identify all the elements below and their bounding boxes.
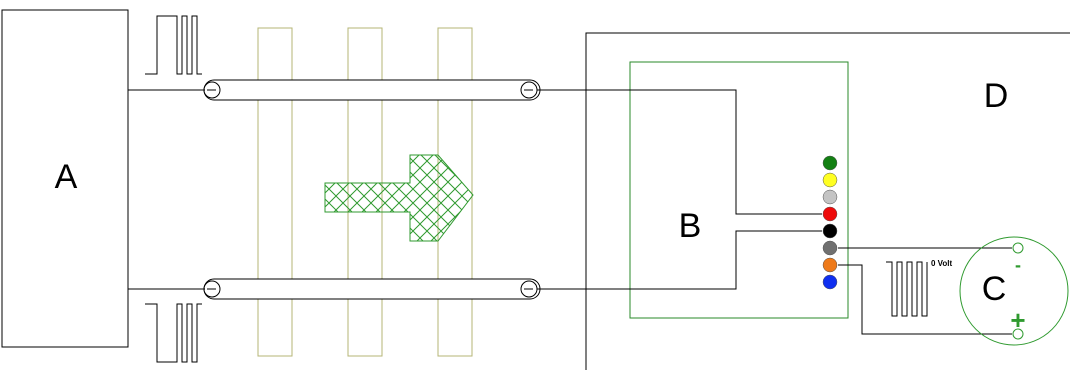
connector-pins xyxy=(822,155,838,290)
minus-sign: - xyxy=(1015,255,1021,275)
zero-volt-label: 0 Volt xyxy=(931,259,953,268)
label-b: B xyxy=(679,207,702,245)
pulse-signal-zero-volt xyxy=(886,261,928,317)
wire-b-to-c-plus xyxy=(838,264,1012,335)
connector-pin-blue xyxy=(822,274,838,290)
sleeper-1 xyxy=(257,27,293,357)
pulse-signal-bottom xyxy=(145,303,202,363)
rail-top xyxy=(203,79,541,101)
connector-pin-yellow xyxy=(822,172,838,188)
connector-pin-green xyxy=(822,155,838,171)
area-d-border xyxy=(585,32,1070,370)
pulse-signal-top xyxy=(145,15,202,75)
label-d: D xyxy=(984,77,1009,115)
wire-rail-bottom-to-b xyxy=(537,230,822,290)
connector-pin-red xyxy=(822,206,838,222)
plus-sign: + xyxy=(1010,305,1025,335)
component-c xyxy=(959,236,1069,346)
direction-arrow xyxy=(324,154,474,242)
c-plus-terminal xyxy=(1012,328,1024,340)
wire-rail-top-to-b xyxy=(537,89,822,215)
connector-pin-dark-grey xyxy=(822,240,838,256)
label-c: C xyxy=(982,270,1007,308)
label-a: A xyxy=(55,158,78,196)
board-b xyxy=(629,61,849,319)
connector-pin-black xyxy=(822,223,838,239)
rail-bottom xyxy=(203,278,541,300)
connector-pin-grey xyxy=(822,189,838,205)
c-minus-terminal xyxy=(1012,242,1024,254)
box-a xyxy=(1,9,129,348)
connector-pin-orange xyxy=(822,257,838,273)
